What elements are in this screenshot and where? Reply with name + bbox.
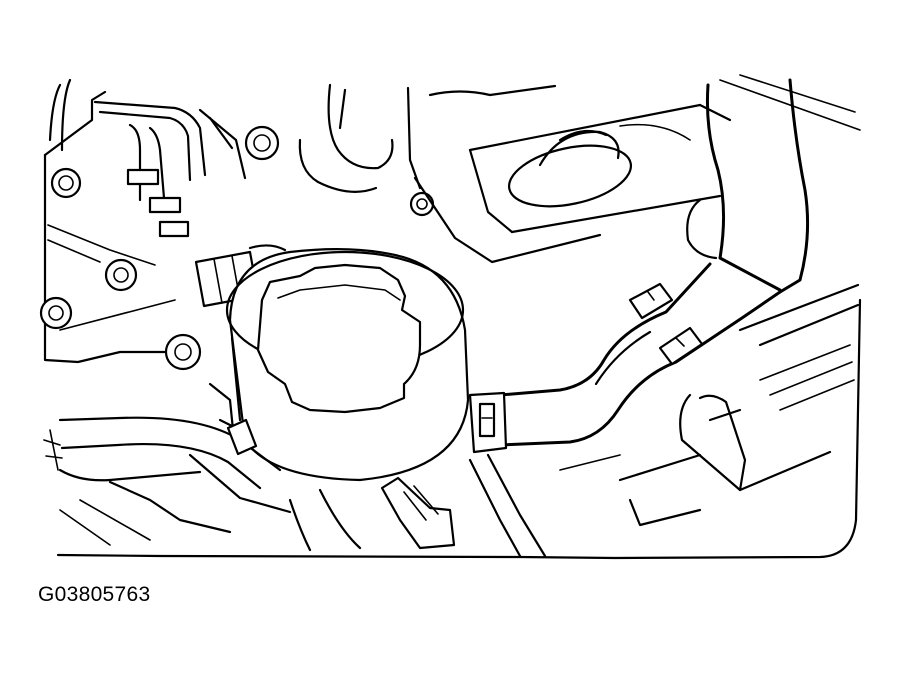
brake-lines bbox=[93, 100, 247, 238]
lower-lines bbox=[43, 382, 292, 534]
right-housing bbox=[618, 283, 860, 527]
bolt-head bbox=[164, 333, 202, 371]
reservoir-cap bbox=[256, 263, 422, 414]
radiator-hose-right bbox=[686, 78, 810, 294]
harness-clip bbox=[468, 391, 508, 454]
hose-upper-middle bbox=[298, 83, 394, 193]
bolt-head bbox=[409, 191, 435, 217]
bolt-head bbox=[244, 125, 280, 161]
harness-connectors bbox=[628, 282, 704, 366]
engine-block-left bbox=[43, 78, 177, 364]
lower-bracket bbox=[288, 476, 456, 552]
bolt-head bbox=[104, 258, 138, 292]
drawing-outline bbox=[56, 298, 862, 560]
figure-id-label: G03805763 bbox=[38, 583, 151, 606]
bolt-head bbox=[39, 296, 73, 330]
upper-manifold-cover bbox=[406, 74, 861, 264]
bolt-head bbox=[50, 167, 82, 199]
wiring-harness bbox=[498, 262, 782, 447]
lower-frame bbox=[59, 453, 621, 558]
